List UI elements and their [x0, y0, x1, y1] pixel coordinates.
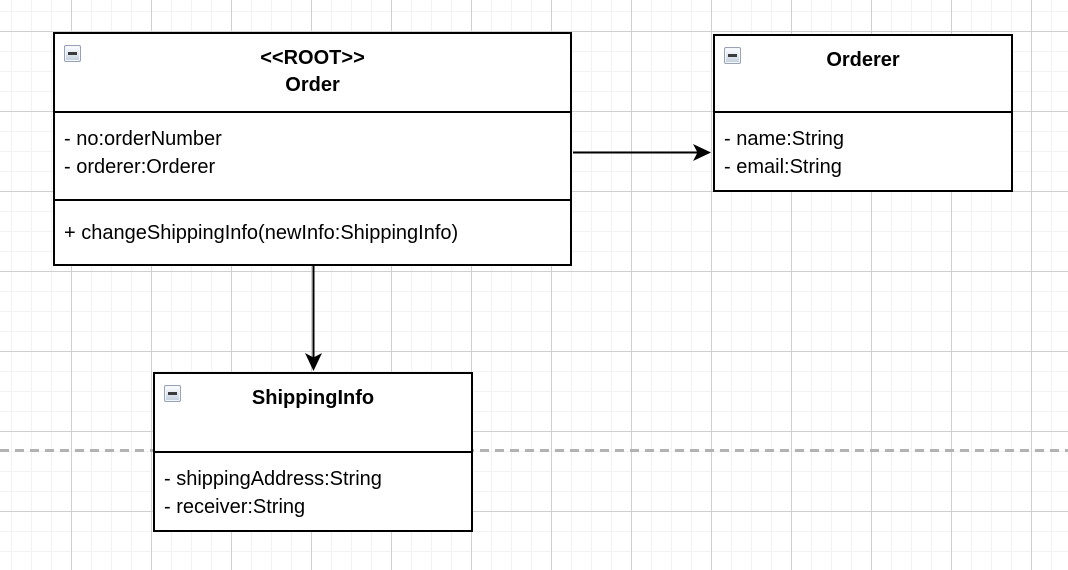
class-title-compartment: ShippingInfo [155, 374, 471, 453]
class-attributes-compartment: - no:orderNumber - orderer:Orderer [55, 113, 570, 201]
class-box-order[interactable]: <<ROOT>> Order - no:orderNumber - ordere… [53, 32, 572, 266]
class-methods-compartment: + changeShippingInfo(newInfo:ShippingInf… [55, 201, 570, 264]
attribute-row: - no:orderNumber [64, 128, 222, 150]
collapse-icon[interactable] [64, 45, 81, 62]
attribute-row: - email:String [724, 156, 842, 178]
arrowhead-down-icon [305, 353, 322, 371]
arrowhead-right-icon [693, 144, 711, 161]
attribute-row: - name:String [724, 128, 845, 150]
class-box-shippinginfo[interactable]: ShippingInfo - shippingAddress:String - … [153, 372, 473, 532]
class-title-compartment: <<ROOT>> Order [55, 34, 570, 113]
page-break-dashed-line [0, 449, 1068, 452]
attribute-row: - shippingAddress:String [164, 468, 382, 490]
class-attributes-compartment: - name:String - email:String [715, 113, 1011, 190]
association-arrow-order-to-shippinginfo[interactable] [305, 266, 322, 371]
association-arrow-order-to-orderer[interactable] [573, 144, 711, 161]
class-name: Order [285, 74, 340, 96]
collapse-icon[interactable] [164, 385, 181, 402]
attribute-row: - orderer:Orderer [64, 156, 216, 178]
class-stereotype: <<ROOT>> [260, 47, 365, 69]
class-title-compartment: Orderer [715, 36, 1011, 113]
class-name: ShippingInfo [251, 387, 375, 409]
collapse-icon[interactable] [724, 47, 741, 64]
class-box-orderer[interactable]: Orderer - name:String - email:String [713, 34, 1013, 192]
method-row: + changeShippingInfo(newInfo:ShippingInf… [64, 222, 459, 244]
minus-icon [728, 54, 737, 57]
attribute-row: - receiver:String [164, 496, 306, 518]
minus-icon [68, 52, 77, 55]
class-name: Orderer [826, 49, 900, 71]
minus-icon [168, 392, 177, 395]
class-attributes-compartment: - shippingAddress:String - receiver:Stri… [155, 453, 471, 530]
